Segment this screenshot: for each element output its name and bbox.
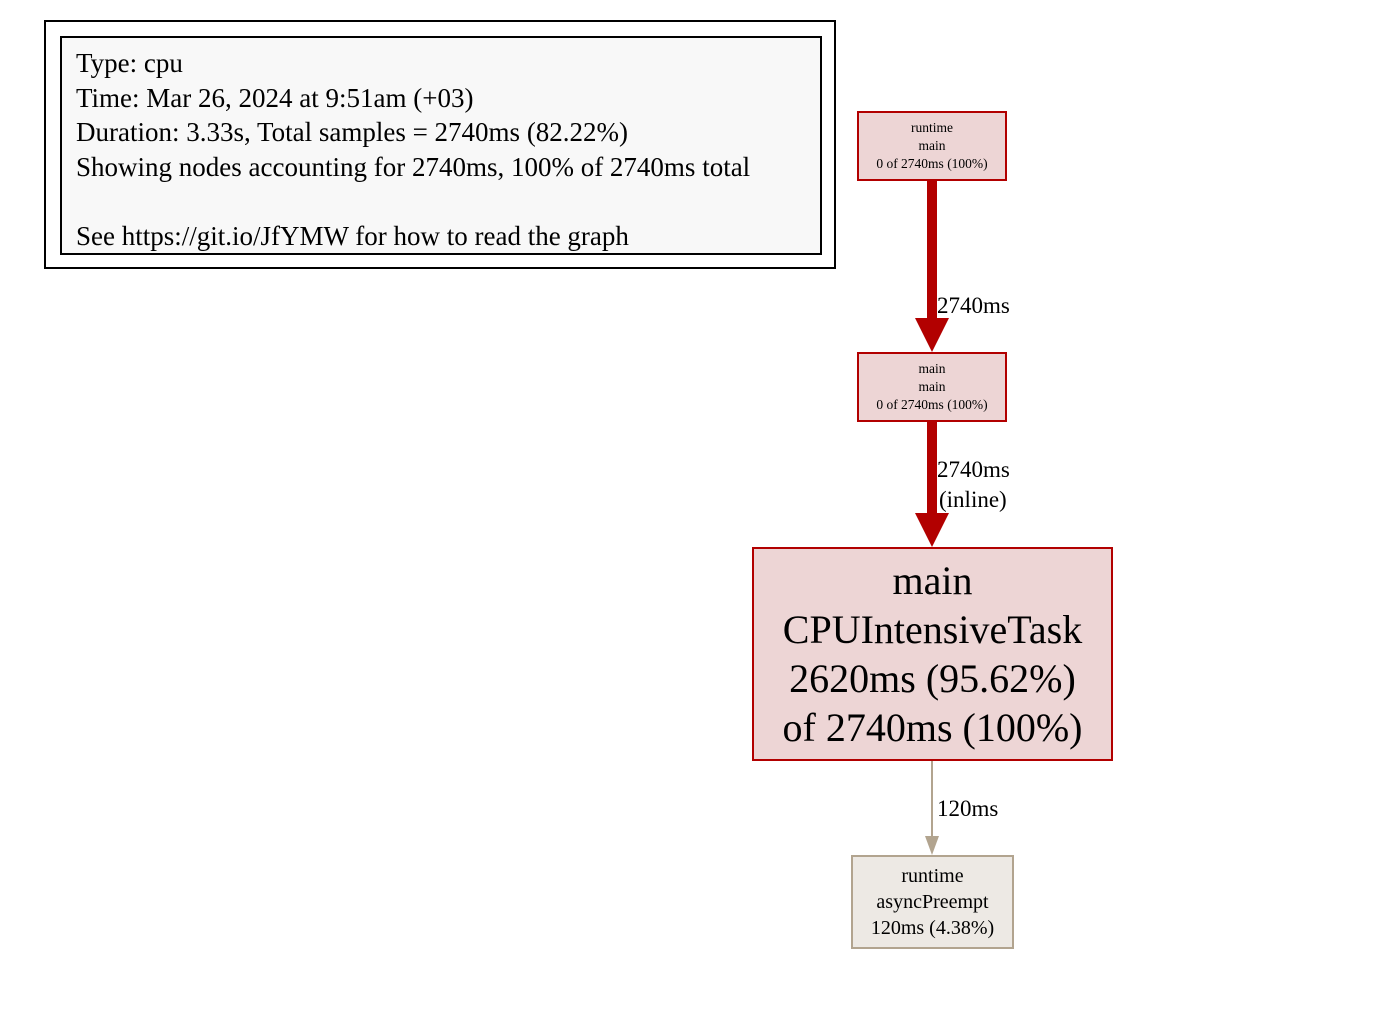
node-runtime-main[interactable]: runtime main 0 of 2740ms (100%): [857, 111, 1007, 181]
node-runtime-main-stats: 0 of 2740ms (100%): [876, 156, 988, 171]
legend-see: See https://git.io/JfYMW for how to read…: [76, 220, 629, 251]
edge-runtime-to-main-arrow: [915, 318, 949, 352]
edge-label-main-to-task: 2740ms (inline): [937, 455, 1010, 515]
legend-box: Type: cpu Time: Mar 26, 2024 at 9:51am (…: [44, 20, 836, 269]
node-async-preempt-func: asyncPreempt: [876, 891, 989, 913]
edge-label-main-to-task-inline: (inline): [939, 487, 1007, 512]
node-main-main-func: main: [918, 379, 946, 394]
node-async-preempt-package: runtime: [901, 865, 964, 887]
edge-task-to-preempt-arrow: [925, 836, 939, 855]
node-cpu-task-flat: 2620ms (95.62%): [789, 656, 1076, 701]
legend-time: Time: Mar 26, 2024 at 9:51am (+03): [76, 82, 474, 113]
node-runtime-main-func: main: [918, 138, 946, 153]
node-runtime-main-package: runtime: [911, 120, 953, 135]
legend-type: Type: cpu: [76, 48, 183, 78]
edge-main-to-task-arrow: [915, 513, 949, 547]
node-main-main-package: main: [918, 361, 946, 376]
node-main-main[interactable]: main main 0 of 2740ms (100%): [857, 352, 1007, 422]
node-cpu-task-func: CPUIntensiveTask: [782, 607, 1083, 652]
node-cpu-task-cum: of 2740ms (100%): [782, 705, 1083, 750]
edge-label-task-to-preempt: 120ms: [937, 796, 999, 821]
node-async-preempt[interactable]: runtime asyncPreempt 120ms (4.38%): [851, 855, 1014, 949]
edge-label-main-to-task-value: 2740ms: [937, 457, 1010, 482]
node-main-main-stats: 0 of 2740ms (100%): [876, 397, 988, 412]
legend-showing: Showing nodes accounting for 2740ms, 100…: [76, 151, 751, 182]
node-async-preempt-stats: 120ms (4.38%): [870, 917, 995, 939]
node-cpu-task-package: main: [892, 558, 973, 603]
legend-content: Type: cpu Time: Mar 26, 2024 at 9:51am (…: [60, 36, 822, 255]
edge-label-runtime-to-main: 2740ms: [937, 293, 1010, 318]
legend-duration: Duration: 3.33s, Total samples = 2740ms …: [76, 117, 629, 147]
node-cpu-intensive-task[interactable]: main CPUIntensiveTask 2620ms (95.62%) of…: [752, 547, 1113, 761]
